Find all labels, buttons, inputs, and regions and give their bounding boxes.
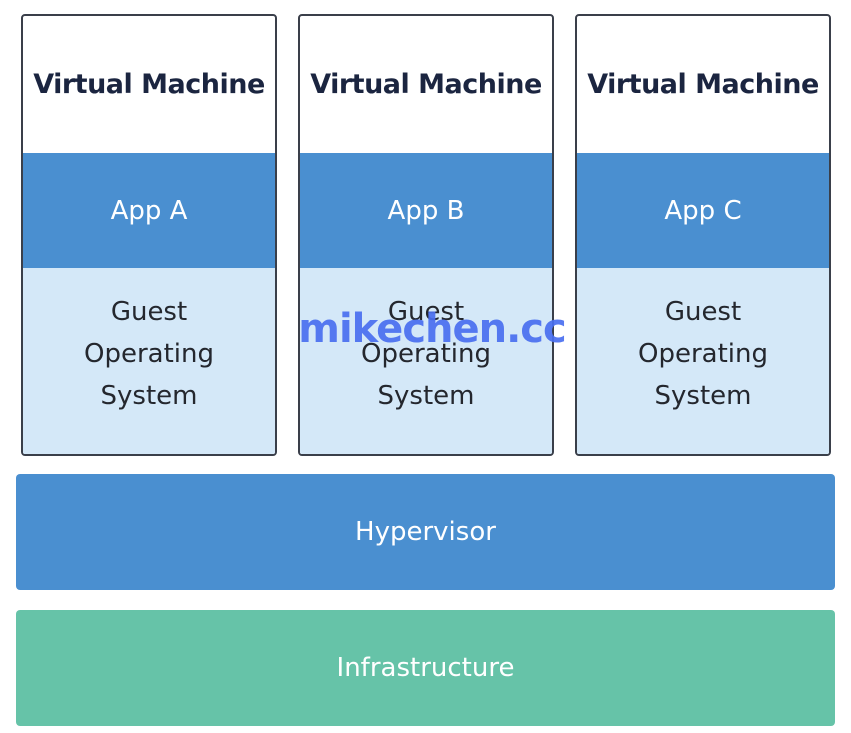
virtual-machine-a: Virtual Machine App A Guest Operating Sy… <box>21 14 277 456</box>
virtual-machine-title: Virtual Machine <box>587 69 819 100</box>
guest-os-block: Guest Operating System <box>23 268 275 454</box>
guest-os-label: Guest Operating System <box>361 297 491 411</box>
app-a-block: App A <box>23 153 275 268</box>
virtual-machine-b: Virtual Machine App B Guest Operating Sy… <box>298 14 554 456</box>
app-c-block: App C <box>577 153 829 268</box>
virtual-machine-title: Virtual Machine <box>310 69 542 100</box>
app-b-block: App B <box>300 153 552 268</box>
hypervisor-layer: Hypervisor <box>16 474 835 590</box>
guest-os-label: Guest Operating System <box>84 297 214 411</box>
guest-os-label: Guest Operating System <box>638 297 768 411</box>
guest-os-block: Guest Operating System <box>300 268 552 454</box>
infrastructure-layer: Infrastructure <box>16 610 835 726</box>
virtual-machine-title: Virtual Machine <box>33 69 265 100</box>
guest-os-block: Guest Operating System <box>577 268 829 454</box>
virtual-machine-c: Virtual Machine App C Guest Operating Sy… <box>575 14 831 456</box>
